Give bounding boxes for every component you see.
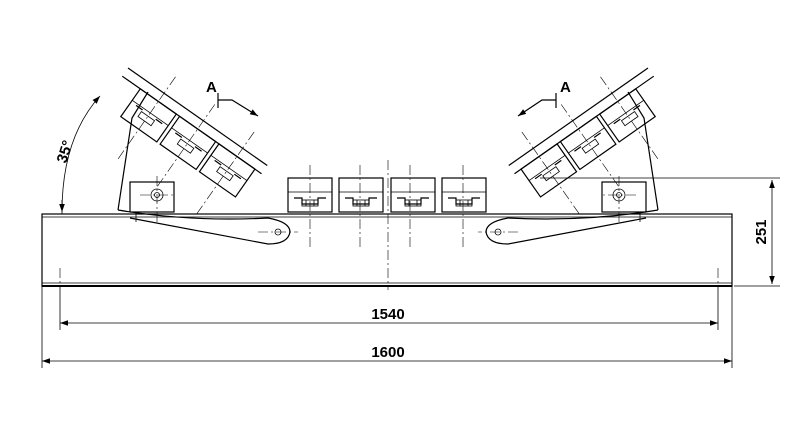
section-arrow-left: A xyxy=(206,79,259,117)
angle-dimension: 35° xyxy=(54,95,101,214)
overall-width-dimension: 1600 xyxy=(41,286,733,368)
overall-width-label: 1600 xyxy=(371,344,404,361)
flat-roller-bracket xyxy=(287,177,333,213)
base-beam xyxy=(41,213,733,287)
section-arrow-right: A xyxy=(517,79,571,117)
section-label-left: A xyxy=(206,79,217,96)
inner-width-label: 1540 xyxy=(371,306,404,323)
centre-lines xyxy=(309,160,464,290)
section-label-right: A xyxy=(560,79,571,96)
angle-label: 35° xyxy=(54,138,77,165)
height-dimension: 251 xyxy=(540,177,780,287)
flat-roller-bracket xyxy=(390,177,436,213)
inner-width-dimension: 1540 xyxy=(59,286,719,330)
flat-roller-bracket xyxy=(338,177,384,213)
right-wing xyxy=(478,67,659,245)
height-label: 251 xyxy=(753,219,770,244)
left-wing xyxy=(117,67,298,245)
flat-roller-bracket xyxy=(441,177,487,213)
